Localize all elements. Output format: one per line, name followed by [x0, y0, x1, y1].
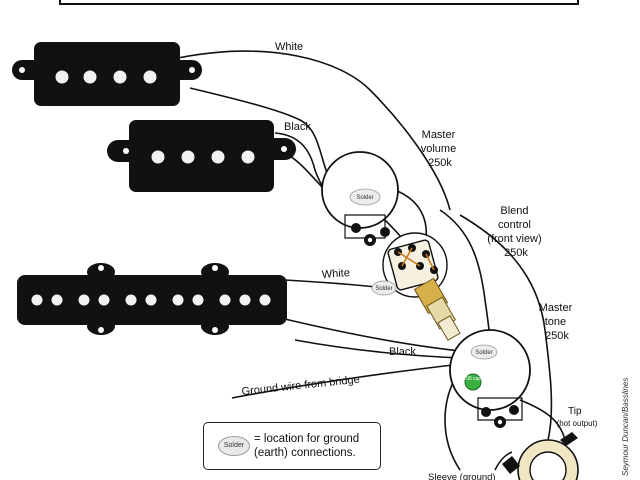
wire-label-black-top: Black [284, 121, 311, 133]
p-pickup-middle [107, 120, 296, 192]
wire-label-black-bottom: Black [389, 346, 416, 358]
legend-line-1: location for ground [254, 432, 378, 446]
j-pickup [17, 263, 287, 335]
wire-blend-jack [459, 214, 553, 441]
capacitor [464, 373, 482, 391]
pole-piece [239, 294, 251, 306]
wire-pickup1-lead [189, 87, 331, 181]
wire-label-white-top: White [275, 41, 303, 53]
pole-piece [181, 150, 195, 164]
pole-piece [259, 294, 271, 306]
pole-piece [55, 70, 69, 84]
wire-jpickup-lead [267, 314, 471, 353]
pole-piece [145, 294, 157, 306]
pole-piece [241, 150, 255, 164]
pole-piece [143, 70, 157, 84]
jack-sleeve-label: Sleeve (ground) [428, 472, 496, 480]
pole-piece [98, 294, 110, 306]
wire-tone-jack-tip [519, 399, 566, 441]
blend-pot: Solder [371, 232, 461, 341]
legend-solder-chip: Solder [218, 436, 250, 456]
credit-text: Seymour Duncan/Basslines [621, 377, 630, 476]
pole-piece [78, 294, 90, 306]
solder-label: Solder [475, 350, 492, 356]
pole-piece [125, 294, 137, 306]
pole-piece [219, 294, 231, 306]
master-tone-label: Master tone 250k [539, 302, 576, 342]
pole-piece [211, 150, 225, 164]
pole-piece [31, 294, 43, 306]
wire-label-white-mid: White [321, 267, 350, 281]
top-frame [59, 0, 579, 5]
wire-ground [231, 363, 463, 399]
pole-piece [83, 70, 97, 84]
wire-white-top [177, 50, 451, 211]
p-pickup-top [12, 42, 202, 106]
legend-line-2: (earth) connections. [254, 447, 356, 459]
legend-box: Solder location for ground (earth) conne… [203, 422, 381, 470]
wire-label-ground: Ground wire from bridge [241, 374, 360, 398]
pole-piece [192, 294, 204, 306]
wire-black-bottom [294, 339, 463, 359]
wire-white-mid [284, 279, 386, 289]
pole-piece [51, 294, 63, 306]
pole-piece [113, 70, 127, 84]
pole-piece [172, 294, 184, 306]
master-volume-pot: Solder [321, 151, 399, 246]
pole-piece [151, 150, 165, 164]
jack-tip-label: Tip (hot output) [557, 401, 598, 428]
master-volume-label: Master volume 250k [421, 129, 460, 169]
legend-text: location for ground (earth) connections. [254, 432, 378, 460]
solder-label: Solder [356, 195, 373, 201]
output-jack [502, 432, 579, 480]
wire-sleeve [494, 451, 513, 471]
solder-label: Solder [375, 286, 392, 292]
cap-label: .05 cap [465, 376, 482, 382]
master-tone-pot: Solder .05 cap [449, 329, 531, 428]
blend-label: Blend control (front view) 250k [487, 205, 544, 259]
